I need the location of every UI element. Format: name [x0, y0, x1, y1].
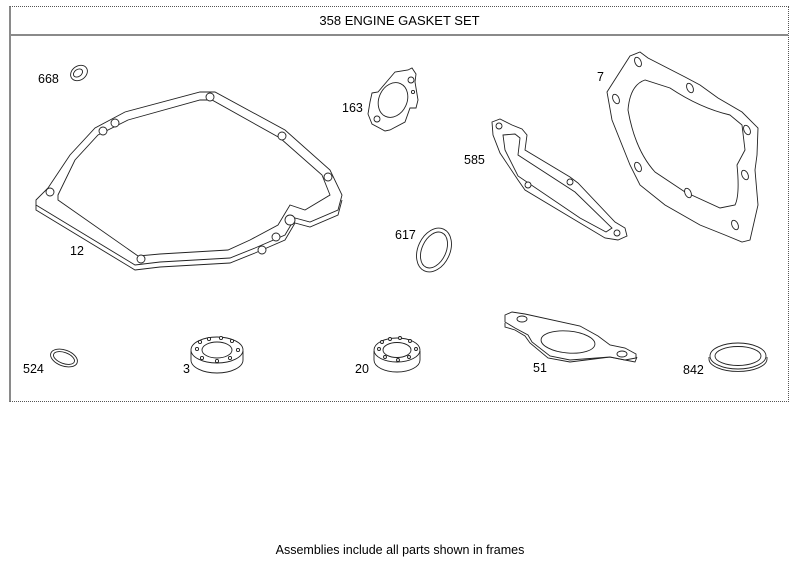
callout-51[interactable]: 51: [533, 361, 547, 375]
diagram-title: 358 ENGINE GASKET SET: [319, 13, 480, 28]
callout-585[interactable]: 585: [464, 153, 485, 167]
part-12-crankcase-gasket[interactable]: [35, 91, 343, 271]
part-163-carb-gasket[interactable]: [367, 67, 419, 132]
callout-7[interactable]: 7: [597, 70, 604, 84]
assembly-frame: 358 ENGINE GASKET SET: [9, 6, 789, 402]
callout-3[interactable]: 3: [183, 362, 190, 376]
part-3-oil-seal[interactable]: [190, 335, 244, 374]
part-7-head-gasket[interactable]: [606, 51, 759, 243]
part-668-seal[interactable]: [68, 62, 91, 84]
callout-524[interactable]: 524: [23, 362, 44, 376]
part-617-o-ring[interactable]: [410, 222, 458, 277]
callout-12[interactable]: 12: [70, 244, 84, 258]
part-20-oil-seal[interactable]: [373, 336, 421, 373]
callout-668[interactable]: 668: [38, 72, 59, 86]
callout-842[interactable]: 842: [683, 363, 704, 377]
callout-617[interactable]: 617: [395, 228, 416, 242]
part-842-seal-ring[interactable]: [708, 342, 768, 372]
part-51-exhaust-gasket[interactable]: [504, 311, 638, 363]
part-524-o-ring[interactable]: [48, 346, 80, 371]
title-bar: 358 ENGINE GASKET SET: [11, 7, 788, 36]
callout-163[interactable]: 163: [342, 101, 363, 115]
part-585-breather-gasket[interactable]: [491, 118, 628, 241]
callout-20[interactable]: 20: [355, 362, 369, 376]
footer-note: Assemblies include all parts shown in fr…: [275, 543, 525, 557]
